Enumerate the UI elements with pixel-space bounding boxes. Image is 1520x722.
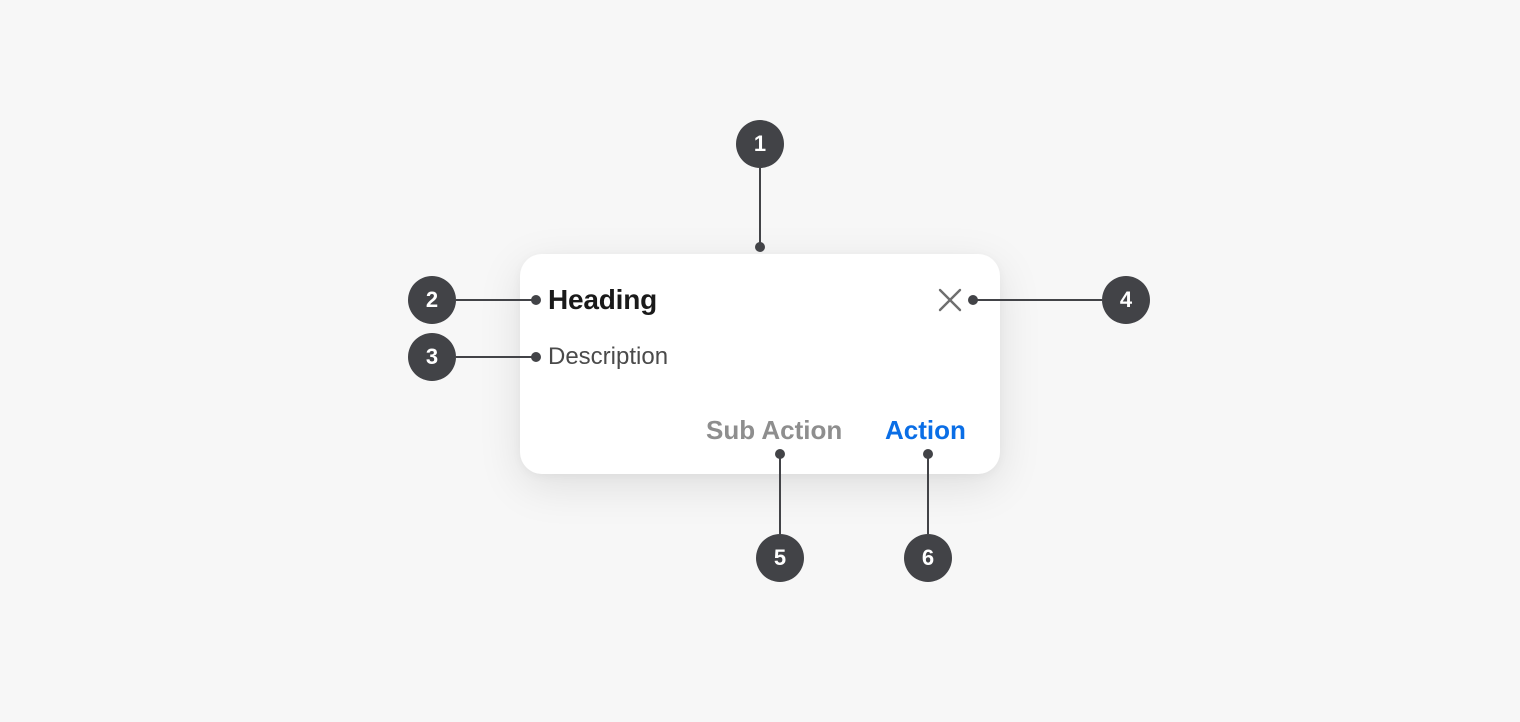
dialog-description: Description <box>548 343 669 370</box>
callout-dot-1 <box>755 242 765 252</box>
callout-badge-5: 5 <box>756 534 804 582</box>
sub-action-button[interactable]: Sub Action <box>706 415 843 445</box>
dialog-heading: Heading <box>548 284 658 315</box>
callout-badge-6: 6 <box>904 534 952 582</box>
close-icon <box>938 288 962 312</box>
callout-badge-3: 3 <box>408 333 456 381</box>
action-button[interactable]: Action <box>885 415 966 445</box>
dialog-card <box>520 254 1000 474</box>
callout-badge-4: 4 <box>1102 276 1150 324</box>
close-button[interactable] <box>934 284 966 316</box>
callout-badge-1: 1 <box>736 120 784 168</box>
callout-badge-2: 2 <box>408 276 456 324</box>
